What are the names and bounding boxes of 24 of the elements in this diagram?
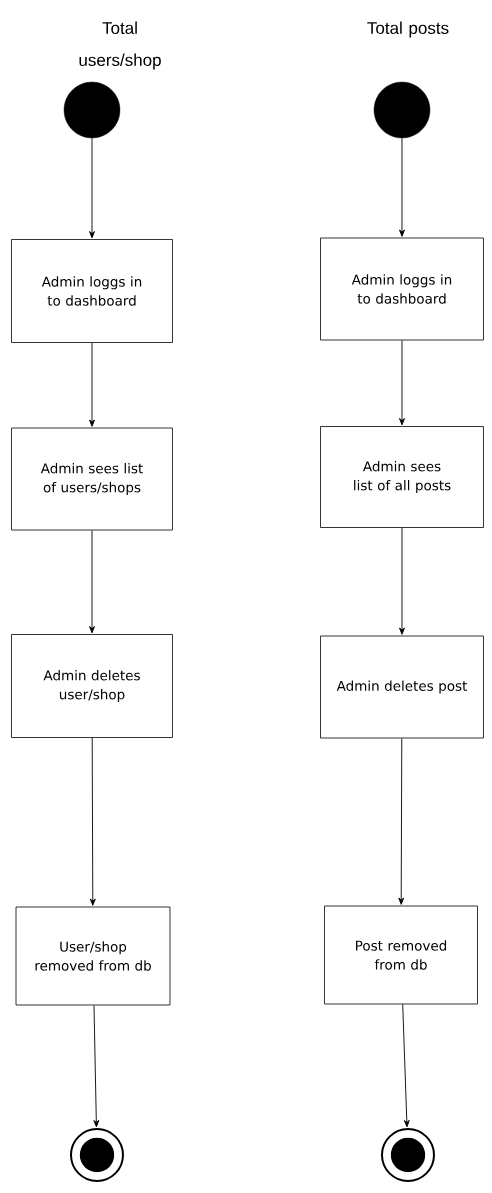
action-box: Admin sees list of users/shops xyxy=(11,427,173,531)
start-dot xyxy=(373,81,431,139)
arrow xyxy=(402,1003,410,1128)
action-box: Admin sees list of all posts xyxy=(320,426,484,528)
arrow xyxy=(399,339,405,426)
action-box: Admin loggs in to dashboard xyxy=(11,239,173,343)
action-box: Post removed from db xyxy=(324,905,478,1005)
end-bullseye xyxy=(381,1128,435,1182)
end-bullseye xyxy=(70,1128,124,1182)
arrow xyxy=(89,137,95,239)
arrow xyxy=(399,137,405,237)
arrow xyxy=(89,529,95,634)
arrow xyxy=(89,737,96,906)
arrow xyxy=(399,527,405,635)
action-box: Admin deletes user/shop xyxy=(11,634,173,738)
arrow xyxy=(398,737,405,905)
arrow xyxy=(89,342,95,427)
start-dot xyxy=(63,81,121,139)
action-box: User/shop removed from db xyxy=(15,906,171,1006)
action-box: Admin loggs in to dashboard xyxy=(320,237,484,341)
arrow xyxy=(93,1004,100,1128)
column-title: Total posts xyxy=(367,21,449,38)
column-title: Total users/shop xyxy=(79,21,161,70)
action-box: Admin deletes post xyxy=(320,635,484,739)
